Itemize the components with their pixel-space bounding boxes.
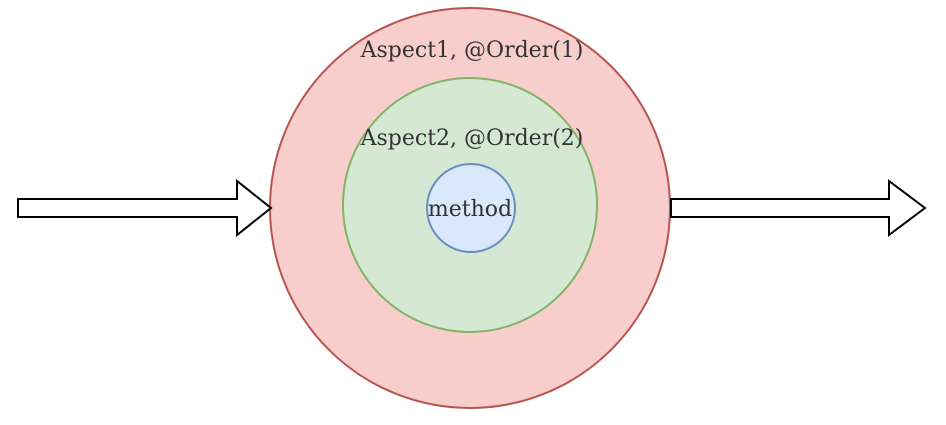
incoming-call-arrow <box>17 178 273 238</box>
aspect2-label: Aspect2, @Order(2) <box>360 126 584 151</box>
method-label: method <box>428 197 512 222</box>
aspect1-label: Aspect1, @Order(1) <box>360 38 584 63</box>
outgoing-return-arrow <box>670 179 927 237</box>
method-circle <box>426 163 516 253</box>
